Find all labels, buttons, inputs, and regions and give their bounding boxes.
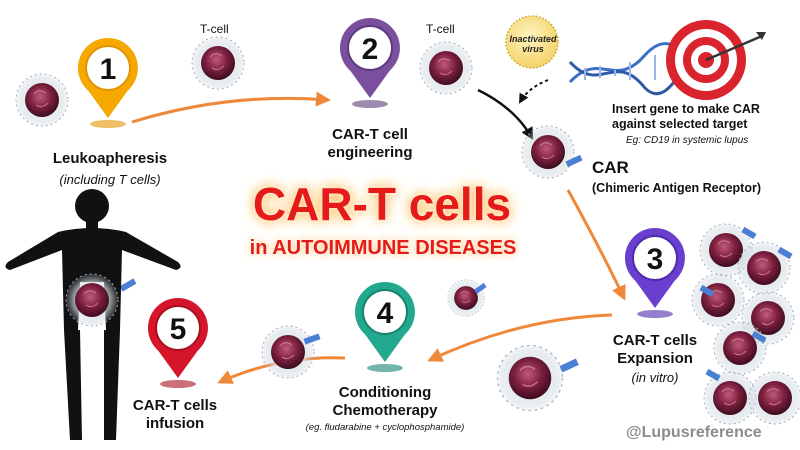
car-receptor-icon [119, 154, 793, 382]
car-t-cell-large [496, 344, 564, 412]
arrow-3-to-4 [427, 313, 613, 362]
car-t-cell-conditioning [261, 325, 315, 379]
pin-step-2-icon [339, 18, 400, 108]
step-1-title: Leukoapheresis [52, 150, 168, 167]
title-main: CAR-T cells [252, 178, 512, 230]
virus-label: Inactivated virus [509, 34, 557, 54]
pin-step-4-icon [354, 282, 415, 372]
step-3-number: 3 [647, 243, 664, 276]
pin-step-1-icon [77, 38, 138, 128]
step-2-title-line1: CAR-T cell [332, 126, 408, 143]
step-4-title-line1: Conditioning [338, 384, 432, 401]
step-3-title-line1: CAR-T cells [612, 332, 698, 349]
pin-step-3-icon [624, 228, 685, 318]
pin-step-5-icon [147, 298, 208, 388]
title-subtitle: in AUTOIMMUNE DISEASES [249, 237, 517, 259]
tcell-leukapheresis [15, 73, 69, 127]
expansion-cell [713, 321, 767, 375]
step-2-number: 2 [362, 33, 379, 66]
credit-handle: @Lupusreference [626, 424, 762, 441]
insert-gene-line2: against selected target [612, 117, 748, 131]
inactivated-virus-icon [505, 15, 559, 69]
step-3-subtitle: (in vitro) [631, 370, 679, 385]
tcell-free [191, 36, 245, 90]
car-full-label: (Chimeric Antigen Receptor) [592, 181, 762, 195]
step-2-title-line2: engineering [327, 144, 413, 161]
step-4-number: 4 [377, 297, 394, 330]
car-t-cell-small [447, 279, 485, 317]
step-4-subtitle: (eg. fludarabine + cyclophosphamide) [305, 422, 465, 433]
arrow-1-to-2 [131, 91, 331, 124]
tcell-label-1: T-cell [200, 22, 229, 36]
arrow-tcell-to-car [477, 88, 534, 141]
car-t-cell-infused [65, 273, 119, 327]
step-3-title-line2: Expansion [617, 350, 693, 367]
step-5-title-line2: infusion [145, 415, 205, 432]
car-label: CAR [592, 158, 629, 177]
tcell-label-2: T-cell [426, 22, 455, 36]
expansion-cell [691, 273, 745, 327]
step-1-number: 1 [100, 53, 117, 86]
expansion-cell [748, 371, 800, 425]
target-icon [666, 20, 766, 100]
arrow-car-to-3 [566, 189, 626, 301]
tcell-engineering [419, 41, 473, 95]
step-4-title-line2: Chemotherapy [332, 402, 438, 419]
insert-gene-line1: Insert gene to make CAR [612, 102, 760, 116]
arrow-virus-to-cell [519, 79, 549, 104]
car-t-cell [521, 125, 575, 179]
step-5-number: 5 [170, 313, 187, 346]
step-1-subtitle: (including T cells) [59, 172, 161, 187]
insert-gene-example: Eg: CD19 in systemic lupus [626, 135, 749, 146]
step-5-title-line1: CAR-T cells [132, 397, 218, 414]
